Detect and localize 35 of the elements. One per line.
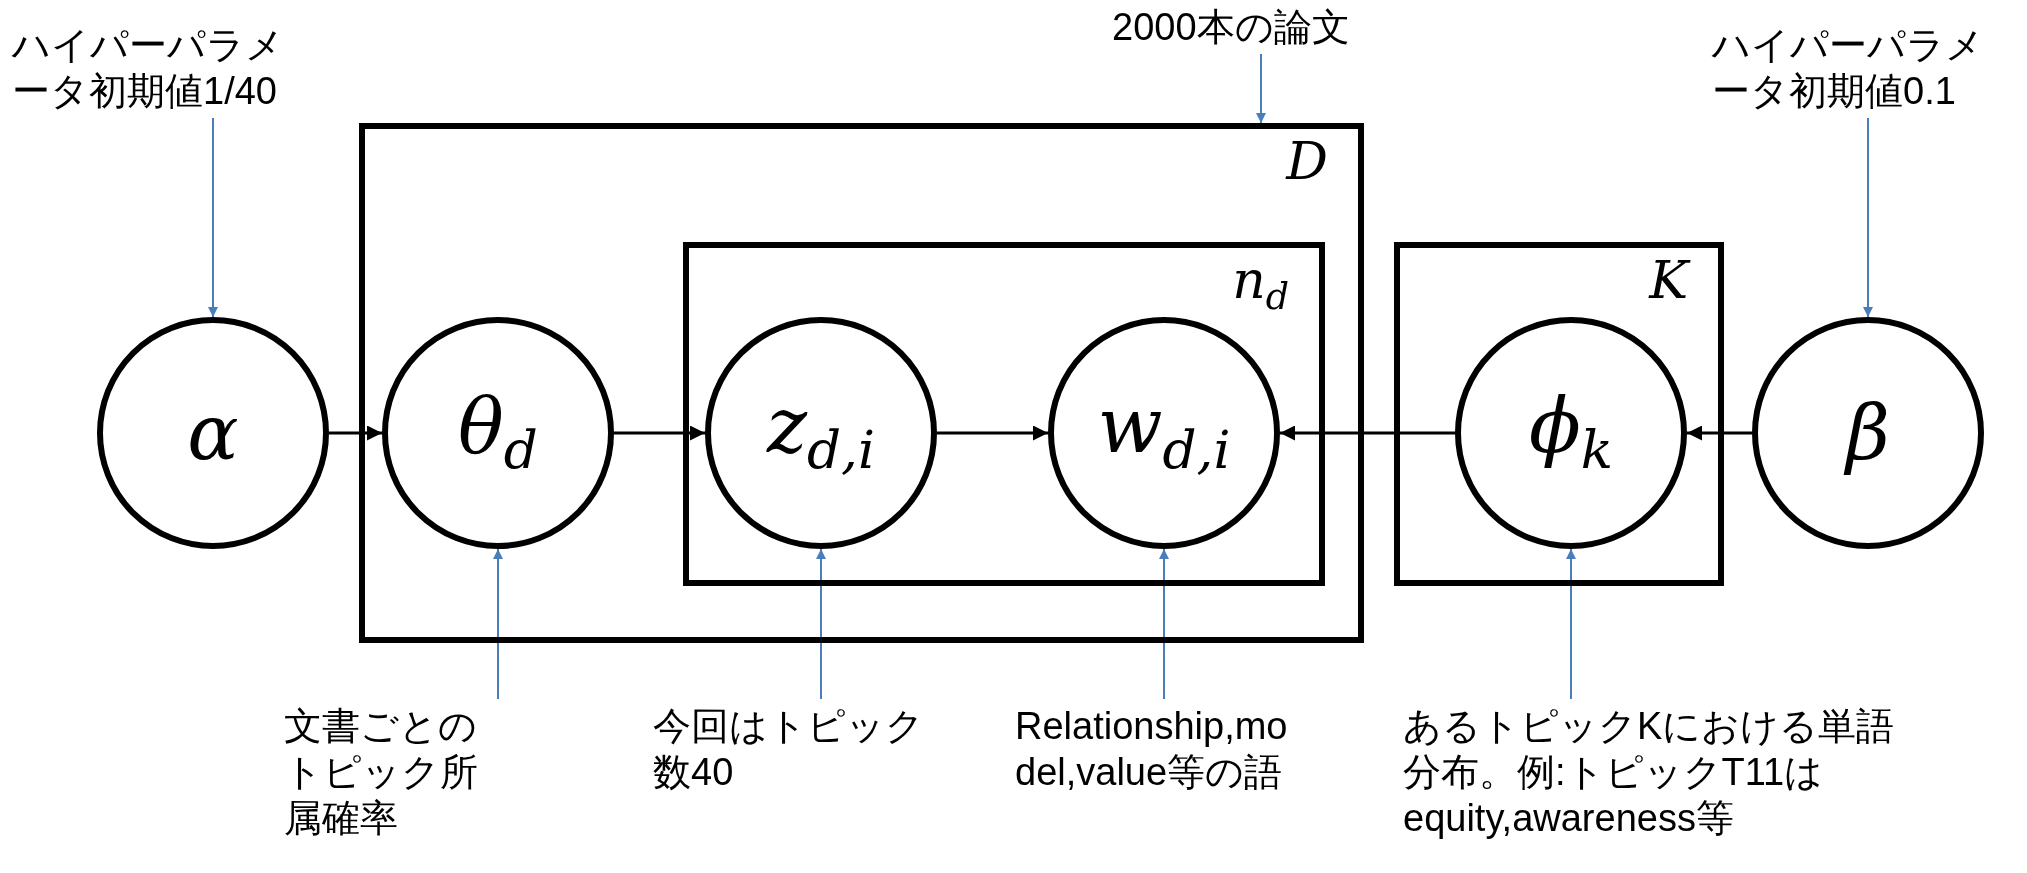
annotation-text: 2000本の論文 — [1112, 4, 1412, 50]
variable-symbol: w$_{d,i}$ — [1097, 388, 1231, 478]
variable-symbol: α — [187, 395, 239, 471]
leader-line — [208, 117, 218, 318]
arrow — [1280, 425, 1455, 441]
leader-line — [493, 548, 503, 700]
variable-circle — [97, 317, 329, 549]
plate-label: n$_{d}$ — [1232, 252, 1289, 318]
variable-circle — [1048, 317, 1280, 549]
variable-symbol: ϕ$_{k}$ — [1528, 388, 1613, 478]
annotation-text: ハイパーパラメータ初期値0.1 — [1712, 22, 2012, 114]
arrow — [614, 425, 705, 441]
leader-line — [1256, 53, 1266, 124]
annotation-text: 今回はトピック数40 — [653, 703, 943, 795]
plate-label: D — [1286, 133, 1328, 191]
annotation-text: ハイパーパラメータ初期値1/40 — [12, 22, 312, 114]
leader-line — [1566, 548, 1576, 700]
variable-circle — [382, 317, 614, 549]
arrow — [1687, 425, 1752, 441]
leader-line — [816, 548, 826, 700]
variable-symbol: θ$_{d}$ — [458, 388, 538, 478]
arrow — [937, 425, 1048, 441]
variable-symbol: z$_{d,i}$ — [767, 388, 875, 478]
variable-circle — [1752, 317, 1984, 549]
annotation-text: Relationship,model,value等の語 — [1015, 703, 1305, 795]
variable-circle — [705, 317, 937, 549]
plate-box — [359, 123, 1364, 643]
annotation-text: 文書ごとのトピック所属確率 — [284, 703, 489, 841]
plate-box — [1394, 242, 1724, 586]
leader-line — [1863, 117, 1873, 318]
annotation-text: あるトピックKにおける単語分布。例:トピックT11はequity,awareness等 — [1403, 703, 1908, 841]
variable-circle — [1455, 317, 1687, 549]
arrow — [329, 425, 382, 441]
plate-box — [683, 242, 1325, 586]
leader-line — [1159, 548, 1169, 700]
